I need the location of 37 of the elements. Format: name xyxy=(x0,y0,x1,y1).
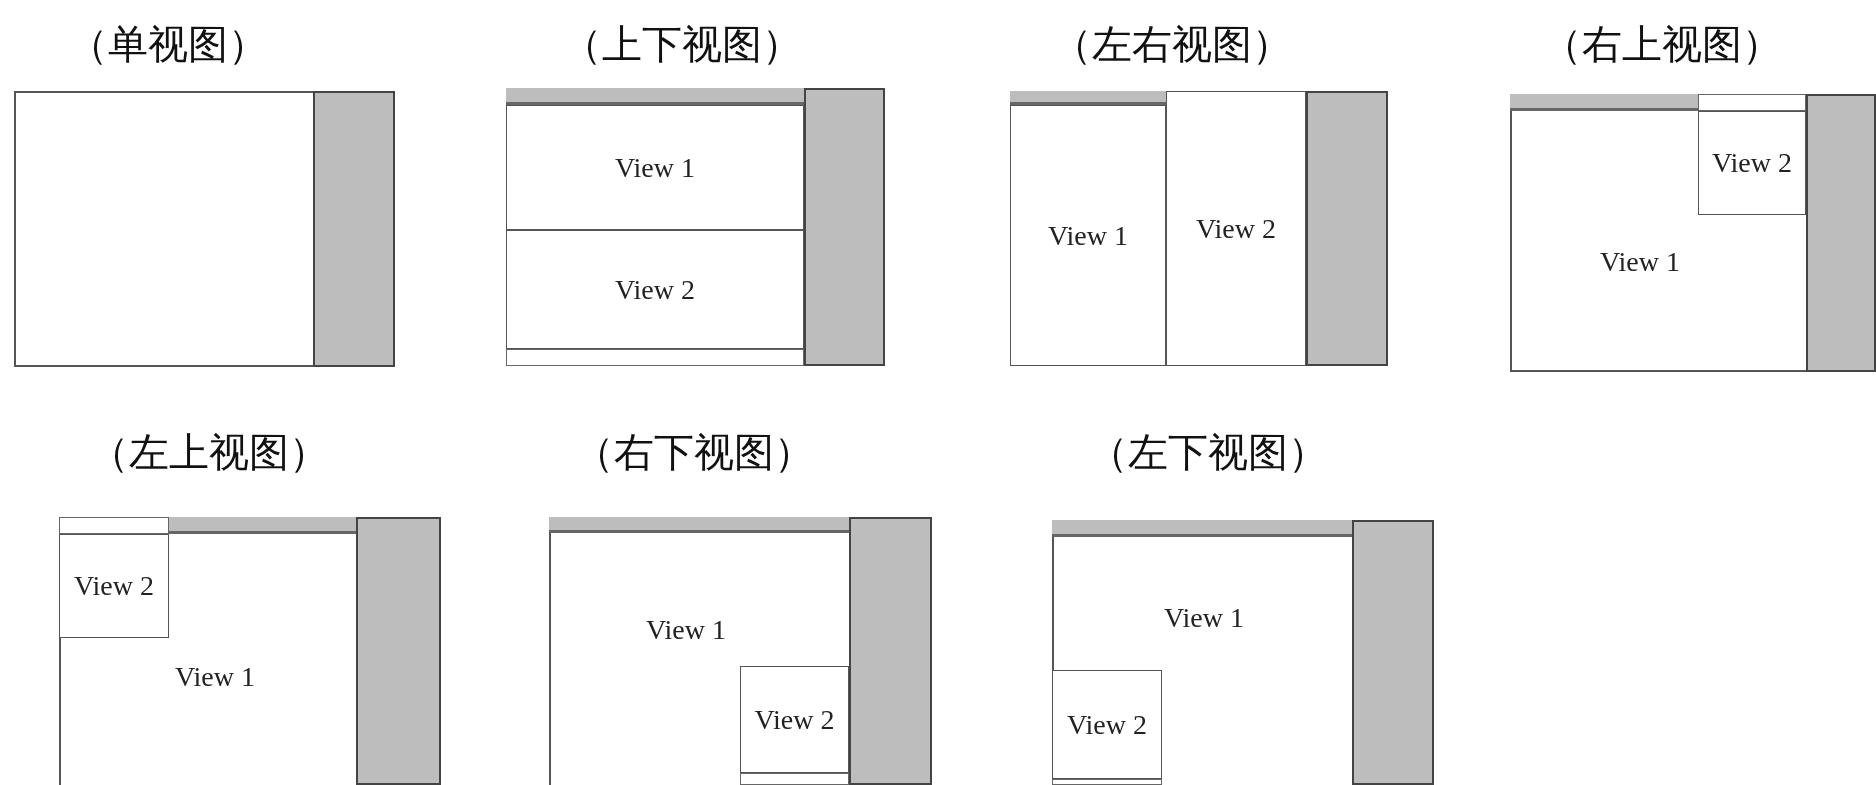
title-bar xyxy=(1052,520,1352,537)
status-bar xyxy=(1052,779,1162,785)
panel-title: （右下视图） xyxy=(574,428,814,476)
title-bar xyxy=(549,517,849,533)
status-bar xyxy=(506,349,804,366)
view-box: View 2 xyxy=(1052,670,1162,779)
title-bar xyxy=(1510,94,1698,111)
side-panel xyxy=(356,517,441,785)
view-box: View 2 xyxy=(59,534,169,638)
side-panel xyxy=(849,517,932,785)
view-box: View 1 xyxy=(1010,105,1166,366)
view-box: View 1 xyxy=(506,105,804,230)
panel-title: （单视图） xyxy=(68,20,268,68)
view-label: View 1 xyxy=(626,610,746,650)
side-panel xyxy=(1352,520,1434,785)
view-box: View 2 xyxy=(506,230,804,349)
status-bar xyxy=(740,773,849,785)
view-label: View 1 xyxy=(155,657,275,697)
panel-title: （右上视图） xyxy=(1542,20,1782,68)
side-panel xyxy=(1806,94,1876,372)
view-label: View 1 xyxy=(1144,598,1264,638)
view-box: View 2 xyxy=(1698,111,1806,215)
view-label: View 1 xyxy=(1580,242,1700,282)
status-bar xyxy=(1698,94,1806,111)
panel-title: （上下视图） xyxy=(562,20,802,68)
panel-title: （左上视图） xyxy=(89,428,329,476)
view-box: View 2 xyxy=(1166,91,1306,366)
view-box: View 2 xyxy=(740,666,849,773)
side-panel xyxy=(804,88,885,366)
panel-title: （左右视图） xyxy=(1052,20,1292,68)
title-bar xyxy=(1010,91,1166,105)
title-bar xyxy=(506,88,804,105)
side-panel xyxy=(1306,91,1388,366)
title-bar xyxy=(169,517,356,534)
status-bar xyxy=(59,517,169,534)
panel-title: （左下视图） xyxy=(1088,428,1328,476)
side-panel xyxy=(313,91,395,367)
